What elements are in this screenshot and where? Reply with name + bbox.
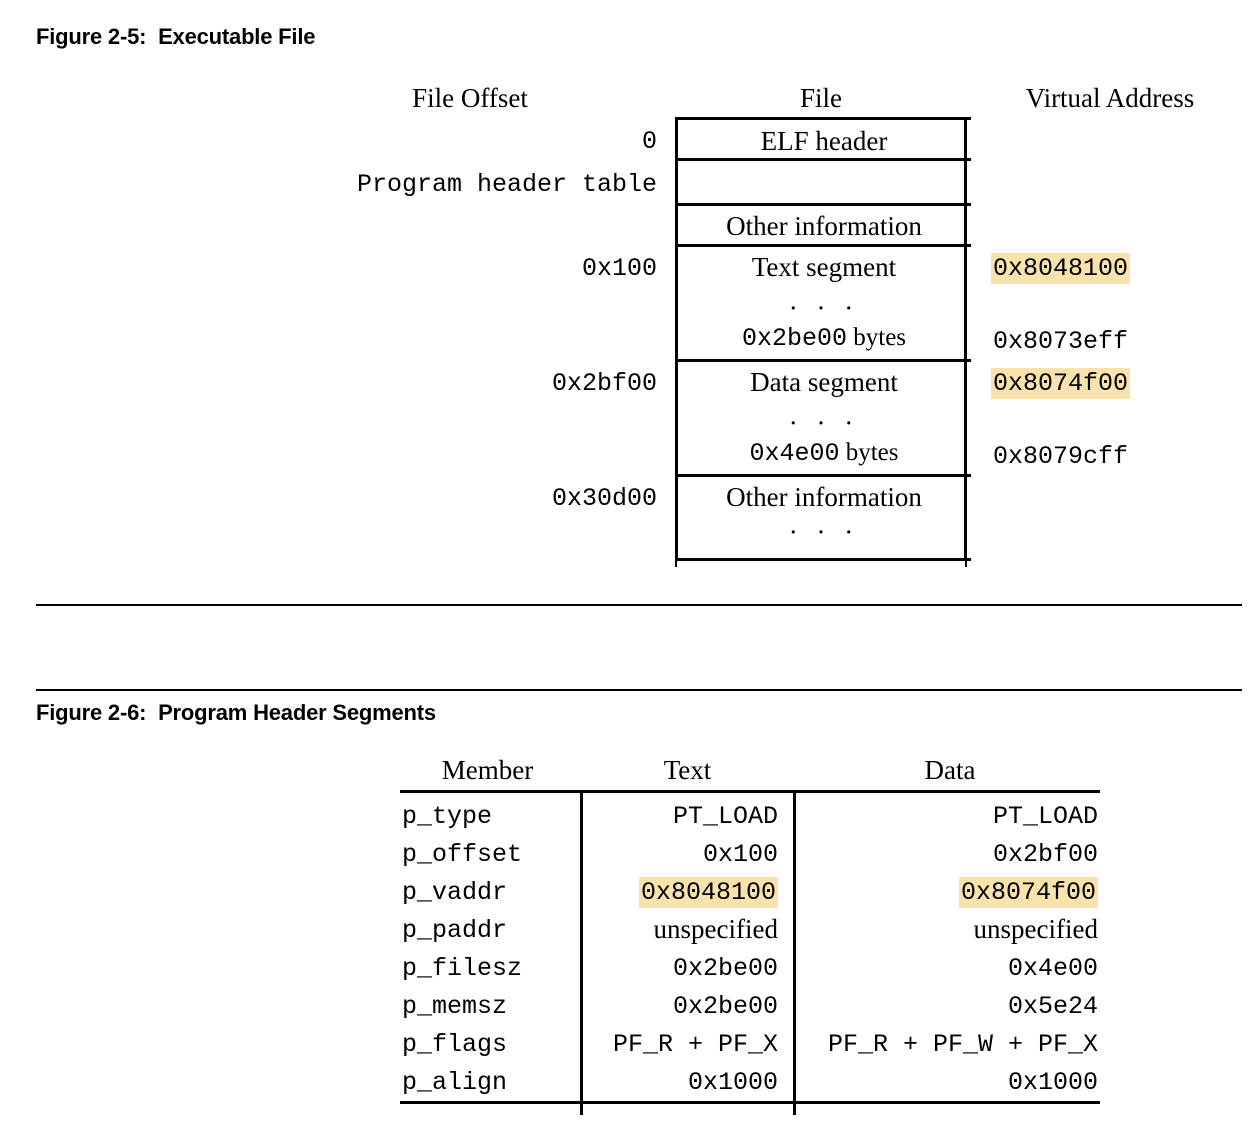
ph-text-p-filesz: 0x2be00	[672, 954, 778, 983]
file-offset-program-header-table: Program header table	[356, 170, 657, 199]
box-cell-elf-header: ELF header	[760, 126, 888, 156]
file-offset-other-information: 0x30d00	[551, 484, 657, 513]
box-stub-bottom-left	[675, 555, 677, 567]
virtual-address-text-segment-start: 0x8048100	[991, 253, 1131, 284]
box-rule-after-elf-header	[677, 158, 971, 161]
column-header-file-offset: File Offset	[412, 83, 528, 113]
ph-text-p-memsz: 0x2be00	[672, 992, 778, 1021]
ph-divider-member-text	[580, 790, 583, 1115]
ph-rule-bottom	[400, 1101, 1100, 1104]
box-cell-text-segment-ellipsis: · · ·	[788, 293, 860, 323]
ph-member-p-memsz: p_memsz	[402, 992, 508, 1021]
ph-data-p-type: PT_LOAD	[992, 802, 1098, 831]
file-layout-box: ELF header Other information Text segmen…	[675, 117, 971, 561]
figure-2-5-title: Figure 2-5: Executable File	[36, 24, 316, 49]
ph-data-p-flags: PF_R + PF_W + PF_X	[827, 1030, 1098, 1059]
virtual-address-text-segment-start-value: 0x8048100	[991, 253, 1131, 284]
ph-data-p-offset: 0x2bf00	[992, 840, 1098, 869]
data-segment-size-unit-label: bytes	[845, 439, 899, 466]
figure-2-6: Figure 2-6: Program Header Segments Memb…	[0, 690, 1248, 1144]
ph-member-p-vaddr: p_vaddr	[402, 878, 508, 907]
ph-data-p-vaddr: 0x8074f00	[800, 877, 1098, 908]
file-offset-data-segment: 0x2bf00	[551, 369, 657, 398]
ph-column-header-member: Member	[441, 755, 534, 785]
box-cell-data-segment: Data segment	[750, 367, 898, 397]
ph-member-p-paddr: p_paddr	[402, 916, 508, 945]
virtual-address-data-segment-end: 0x8079cff	[993, 442, 1129, 471]
box-rule-top	[677, 117, 971, 120]
ph-text-p-paddr: unspecified	[653, 914, 778, 944]
box-rule-after-data-segment	[677, 474, 971, 477]
box-stub-bottom-right	[965, 555, 967, 567]
ph-column-header-data: Data	[924, 755, 976, 785]
ph-rule-header	[400, 790, 1100, 793]
box-rule-after-program-header-table	[677, 203, 971, 206]
ph-member-p-type: p_type	[402, 802, 493, 831]
box-rule-after-other-information-top	[677, 244, 971, 247]
ph-text-p-type: PT_LOAD	[672, 802, 778, 831]
box-cell-data-segment-size: 0x4e00 bytes	[678, 439, 970, 468]
file-offset-elf-header: 0	[641, 127, 657, 156]
box-rule-after-text-segment	[677, 359, 971, 362]
box-cell-other-information-bottom: Other information	[726, 482, 922, 512]
virtual-address-data-segment-start-value: 0x8074f00	[991, 368, 1131, 399]
column-header-file: File	[799, 83, 842, 113]
virtual-address-data-segment-start: 0x8074f00	[991, 368, 1131, 399]
column-header-virtual-address: Virtual Address	[1025, 83, 1195, 113]
ph-text-p-offset: 0x100	[702, 840, 778, 869]
ph-text-p-vaddr: 0x8048100	[588, 877, 778, 908]
figure-2-6-title: Figure 2-6: Program Header Segments	[36, 700, 436, 725]
ph-member-p-align: p_align	[402, 1068, 508, 1097]
ph-data-p-filesz: 0x4e00	[1007, 954, 1098, 983]
text-segment-size-value: 0x2be00	[741, 324, 847, 353]
section-divider-top	[36, 604, 1242, 606]
ph-member-p-flags: p_flags	[402, 1030, 508, 1059]
box-cell-text-segment-size: 0x2be00 bytes	[678, 324, 970, 353]
box-cell-text-segment: Text segment	[751, 252, 897, 282]
ph-data-p-vaddr-value: 0x8074f00	[958, 877, 1098, 908]
ph-data-p-align: 0x1000	[1007, 1068, 1098, 1097]
box-cell-other-information-top: Other information	[726, 211, 922, 241]
section-divider-bottom	[36, 689, 1242, 691]
box-cell-data-segment-ellipsis: · · ·	[788, 408, 860, 438]
ph-text-p-flags: PF_R + PF_X	[612, 1030, 778, 1059]
text-segment-size-unit-label: bytes	[853, 324, 907, 351]
data-segment-size-value: 0x4e00	[749, 439, 840, 468]
ph-member-p-offset: p_offset	[402, 840, 523, 869]
ph-text-p-vaddr-value: 0x8048100	[638, 877, 778, 908]
ph-divider-text-data	[793, 790, 796, 1115]
ph-text-p-align: 0x1000	[687, 1068, 778, 1097]
file-offset-text-segment: 0x100	[581, 254, 657, 283]
box-rule-bottom	[677, 558, 971, 561]
ph-data-p-memsz: 0x5e24	[1007, 992, 1098, 1021]
ph-column-header-text: Text	[663, 755, 712, 785]
box-cell-other-information-ellipsis: · · ·	[788, 517, 860, 547]
ph-member-p-filesz: p_filesz	[402, 954, 523, 983]
ph-data-p-paddr: unspecified	[973, 914, 1098, 944]
figure-2-5: Figure 2-5: Executable File File Offset …	[36, 24, 1195, 567]
virtual-address-text-segment-end: 0x8073eff	[993, 327, 1129, 356]
